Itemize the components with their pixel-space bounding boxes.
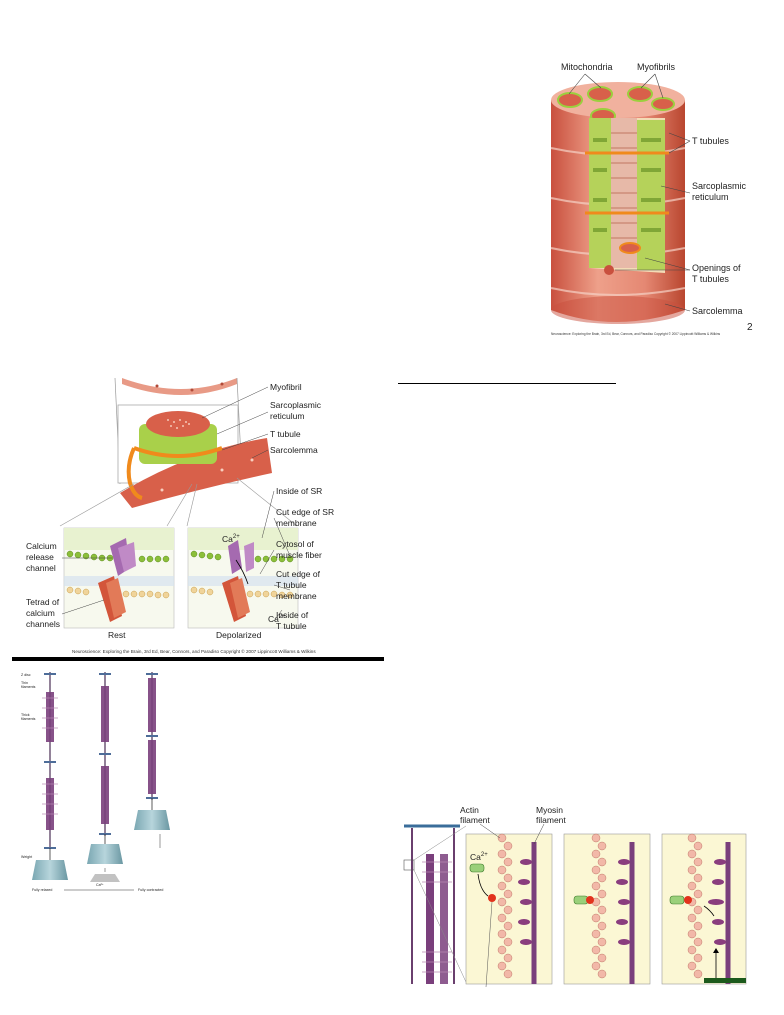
label-channels: channels	[26, 619, 60, 629]
label-tetrad: Tetrad of	[26, 597, 60, 607]
myofibril-cross-section	[619, 242, 641, 254]
label-inside-tt: Inside of	[276, 610, 309, 620]
label-relaxed: Fully relaxed	[32, 888, 52, 892]
label-weight: Weight	[21, 855, 32, 859]
label-cut-tt: Cut edge of	[276, 569, 321, 579]
label-t-tubules: T tubules	[692, 136, 729, 146]
sarcomere-figure: Z disc Thin filaments Thick filaments We…	[20, 668, 190, 896]
label-ca: Ca²⁺	[96, 883, 104, 887]
fiber-top-edge	[122, 378, 237, 395]
label-cut-tt-membrane: membrane	[276, 591, 317, 601]
label-ca-bottom: Ca2+	[268, 614, 286, 624]
calcium-credit: Neuroscience: Exploring the Brain, 3rd E…	[72, 648, 316, 654]
label-mitochondria: Mitochondria	[561, 62, 613, 72]
label-calcium: Calcium	[26, 541, 57, 551]
sarcomere-partial	[87, 672, 123, 882]
leader-lines	[568, 73, 691, 312]
label-inside-tt-t: T tubule	[276, 621, 307, 631]
myofibril-end	[146, 411, 210, 437]
label-t-tubule: T tubule	[270, 429, 301, 439]
t-tubule-opening	[604, 265, 614, 275]
label-thin-filaments: filaments	[21, 685, 36, 689]
label-thick-filaments: filaments	[21, 717, 36, 721]
t-tubule-ring	[133, 446, 223, 458]
actin-myosin-illustration: Actin filament Myosin filament Ca2+	[403, 805, 747, 987]
corner-mark: 2	[747, 322, 753, 333]
sarcolemma-membrane	[120, 438, 272, 508]
label-muscle-fiber: muscle fiber	[276, 550, 322, 560]
label-actin: Actin	[460, 805, 479, 815]
label-thin: Thin	[21, 681, 28, 685]
label-myofibrils: Myofibrils	[637, 62, 676, 72]
label-calcium-2: calcium	[26, 608, 55, 618]
label-sarcolemma: Sarcolemma	[270, 445, 318, 455]
label-ca: Ca2+	[470, 852, 488, 862]
label-ca-top: Ca2+	[222, 534, 240, 544]
label-rest: Rest	[108, 630, 126, 640]
panel-3	[661, 833, 747, 985]
actin-myosin-figure: Actin filament Myosin filament Ca2+	[398, 802, 748, 987]
label-depolarized: Depolarized	[216, 630, 262, 640]
calcium-release-figure: Myofibril Sarcoplasmic reticulum T tubul…	[22, 378, 362, 660]
myofibril-ends	[557, 86, 675, 124]
label-myosin: Myosin	[536, 805, 563, 815]
label-sarcoplasmic: Sarcoplasmic	[270, 400, 322, 410]
muscle-fiber-illustration: Mitochondria Myofibrils T tubules Sarcop…	[550, 62, 753, 336]
label-myosin-filament: filament	[536, 815, 566, 825]
leader-lines-4	[479, 823, 545, 845]
calcium-release-illustration: Myofibril Sarcoplasmic reticulum T tubul…	[26, 378, 334, 654]
label-openings-t-tubules: T tubules	[692, 274, 729, 284]
label-thick: Thick	[21, 713, 30, 717]
sarcomere-strip	[403, 824, 467, 984]
t-tubule-lines	[585, 151, 669, 215]
label-cut-sr: Cut edge of SR	[276, 507, 334, 517]
label-openings-of: Openings of	[692, 263, 741, 273]
label-reticulum: reticulum	[692, 192, 729, 202]
label-zdisc: Z disc	[21, 673, 31, 677]
zoom-lines	[59, 477, 298, 527]
fiber-credit: Neuroscience: Exploring the Brain, 3rd E…	[551, 332, 720, 336]
sarcomere-illustration: Z disc Thin filaments Thick filaments We…	[21, 672, 170, 892]
label-reticulum: reticulum	[270, 411, 304, 421]
sarcomere-contracted	[134, 672, 170, 848]
panel-1	[465, 833, 553, 987]
label-sarcoplasmic: Sarcoplasmic	[692, 181, 747, 191]
label-cut-sr-membrane: membrane	[276, 518, 317, 528]
sarcomere-relaxed	[32, 672, 68, 880]
label-inside-sr: Inside of SR	[276, 486, 322, 496]
leader-lines-2	[61, 386, 291, 622]
depolarized-panel	[187, 527, 299, 629]
label-channel: channel	[26, 563, 56, 573]
label-myofibril: Myofibril	[270, 382, 302, 392]
separator-line	[398, 383, 616, 384]
label-contracted: Fully contracted	[138, 888, 163, 892]
label-cut-tt-t: T tubule	[276, 580, 307, 590]
rest-panel	[63, 527, 175, 629]
section-divider	[12, 657, 384, 661]
label-sarcolemma: Sarcolemma	[692, 306, 743, 316]
label-cytosol: Cytosol of	[276, 539, 314, 549]
label-actin-filament: filament	[460, 815, 490, 825]
label-release: release	[26, 552, 54, 562]
panel-2	[563, 833, 651, 985]
muscle-fiber-figure: Mitochondria Myofibrils T tubules Sarcop…	[545, 58, 755, 340]
